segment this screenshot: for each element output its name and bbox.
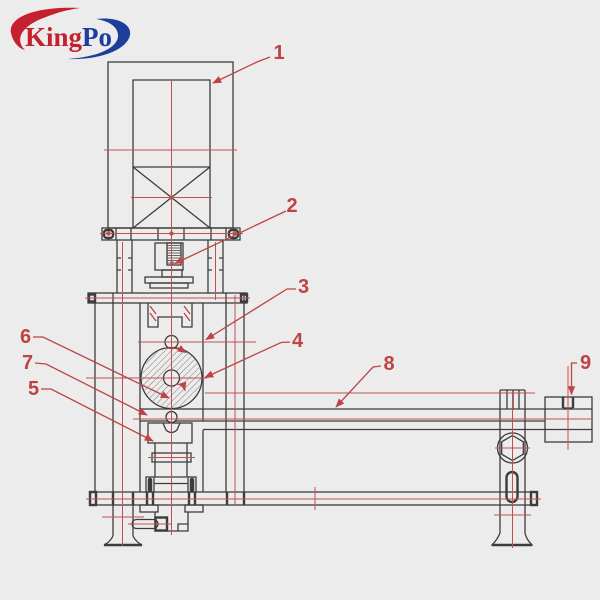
part-label-5: 5 (28, 378, 39, 400)
weight-box (107, 61, 234, 229)
part-label-9: 9 (580, 352, 591, 374)
bottom-bracket (131, 504, 204, 532)
main-frame (94, 293, 245, 492)
centerlines (85, 81, 592, 548)
leader-line-4 (204, 341, 291, 379)
kingpo-logo: KingPo (10, 7, 131, 60)
part-label-2: 2 (286, 195, 297, 217)
logo-text-king: King (25, 22, 83, 52)
leader-line-8 (335, 365, 382, 408)
leader-line-6 (33, 336, 170, 399)
part-label-1: 1 (273, 42, 284, 64)
part-label-7: 7 (22, 352, 33, 374)
part-label-4: 4 (292, 330, 304, 352)
part-labels: 1 2 3 4 5 6 7 8 9 (20, 42, 591, 400)
part-label-8: 8 (383, 353, 394, 375)
upper-guide-posts (116, 240, 224, 293)
part-label-3: 3 (298, 276, 309, 298)
screw-adjuster (144, 242, 194, 289)
leader-lines (33, 56, 577, 442)
logo-swoosh-blue-icon (68, 18, 131, 60)
leader-line-7 (34, 362, 148, 416)
leader-line-3 (205, 288, 296, 341)
logo-swoosh-red-icon (10, 7, 80, 50)
leader-line-5 (41, 388, 154, 442)
logo-text: KingPo (25, 22, 112, 52)
leader-line-9 (567, 362, 577, 396)
leader-line-1 (212, 56, 271, 84)
part-label-6: 6 (20, 326, 31, 348)
logo-text-po: Po (82, 22, 112, 52)
leader-line-2 (174, 210, 287, 265)
